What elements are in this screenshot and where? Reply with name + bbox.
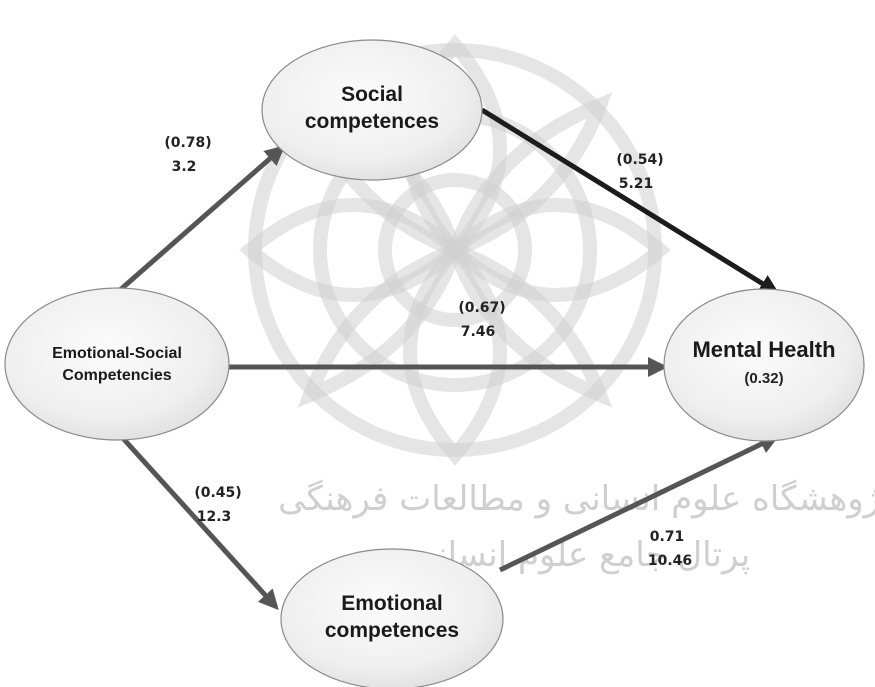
tvalue-es-to-social: 3.2: [172, 159, 197, 175]
node-mental-health-r2: (0.32): [744, 370, 783, 387]
coef-es-to-emotional: (0.45): [194, 485, 241, 501]
watermark-line-1: پژوهشگاه علوم انسانی و مطالعات فرهنگی: [278, 479, 875, 519]
node-emotional-social-line2: Competencies: [62, 367, 171, 384]
tvalue-es-to-emotional: 12.3: [197, 509, 232, 525]
arrow-emotional-to-mh: [498, 434, 780, 573]
node-emotional-line1: Emotional: [341, 592, 443, 615]
tvalue-es-to-mh: 7.46: [461, 324, 496, 340]
node-mental-health-title: Mental Health: [692, 337, 835, 362]
coef-emotional-to-mh: 0.71: [650, 529, 685, 545]
node-emotional-social-line1: Emotional-Social: [52, 345, 182, 362]
arrow-social-to-mh: [480, 107, 780, 295]
node-emotional-line2: competences: [325, 619, 459, 642]
arrow-es-to-social: [118, 145, 286, 292]
coef-es-to-social: (0.78): [164, 135, 211, 151]
tvalue-social-to-mh: 5.21: [619, 176, 654, 192]
node-emotional-social-competencies: Emotional-Social Competencies: [4, 287, 230, 441]
node-social-competences: Social competences: [261, 39, 483, 181]
tvalue-emotional-to-mh: 10.46: [648, 553, 692, 569]
arrow-es-to-emotional: [118, 433, 279, 610]
node-emotional-competences: Emotional competences: [280, 548, 504, 687]
coef-social-to-mh: (0.54): [616, 152, 663, 168]
coef-es-to-mh: (0.67): [458, 300, 505, 316]
node-social-line1: Social: [341, 83, 403, 106]
node-social-line2: competences: [305, 110, 439, 133]
node-mental-health: Mental Health (0.32): [663, 288, 865, 442]
